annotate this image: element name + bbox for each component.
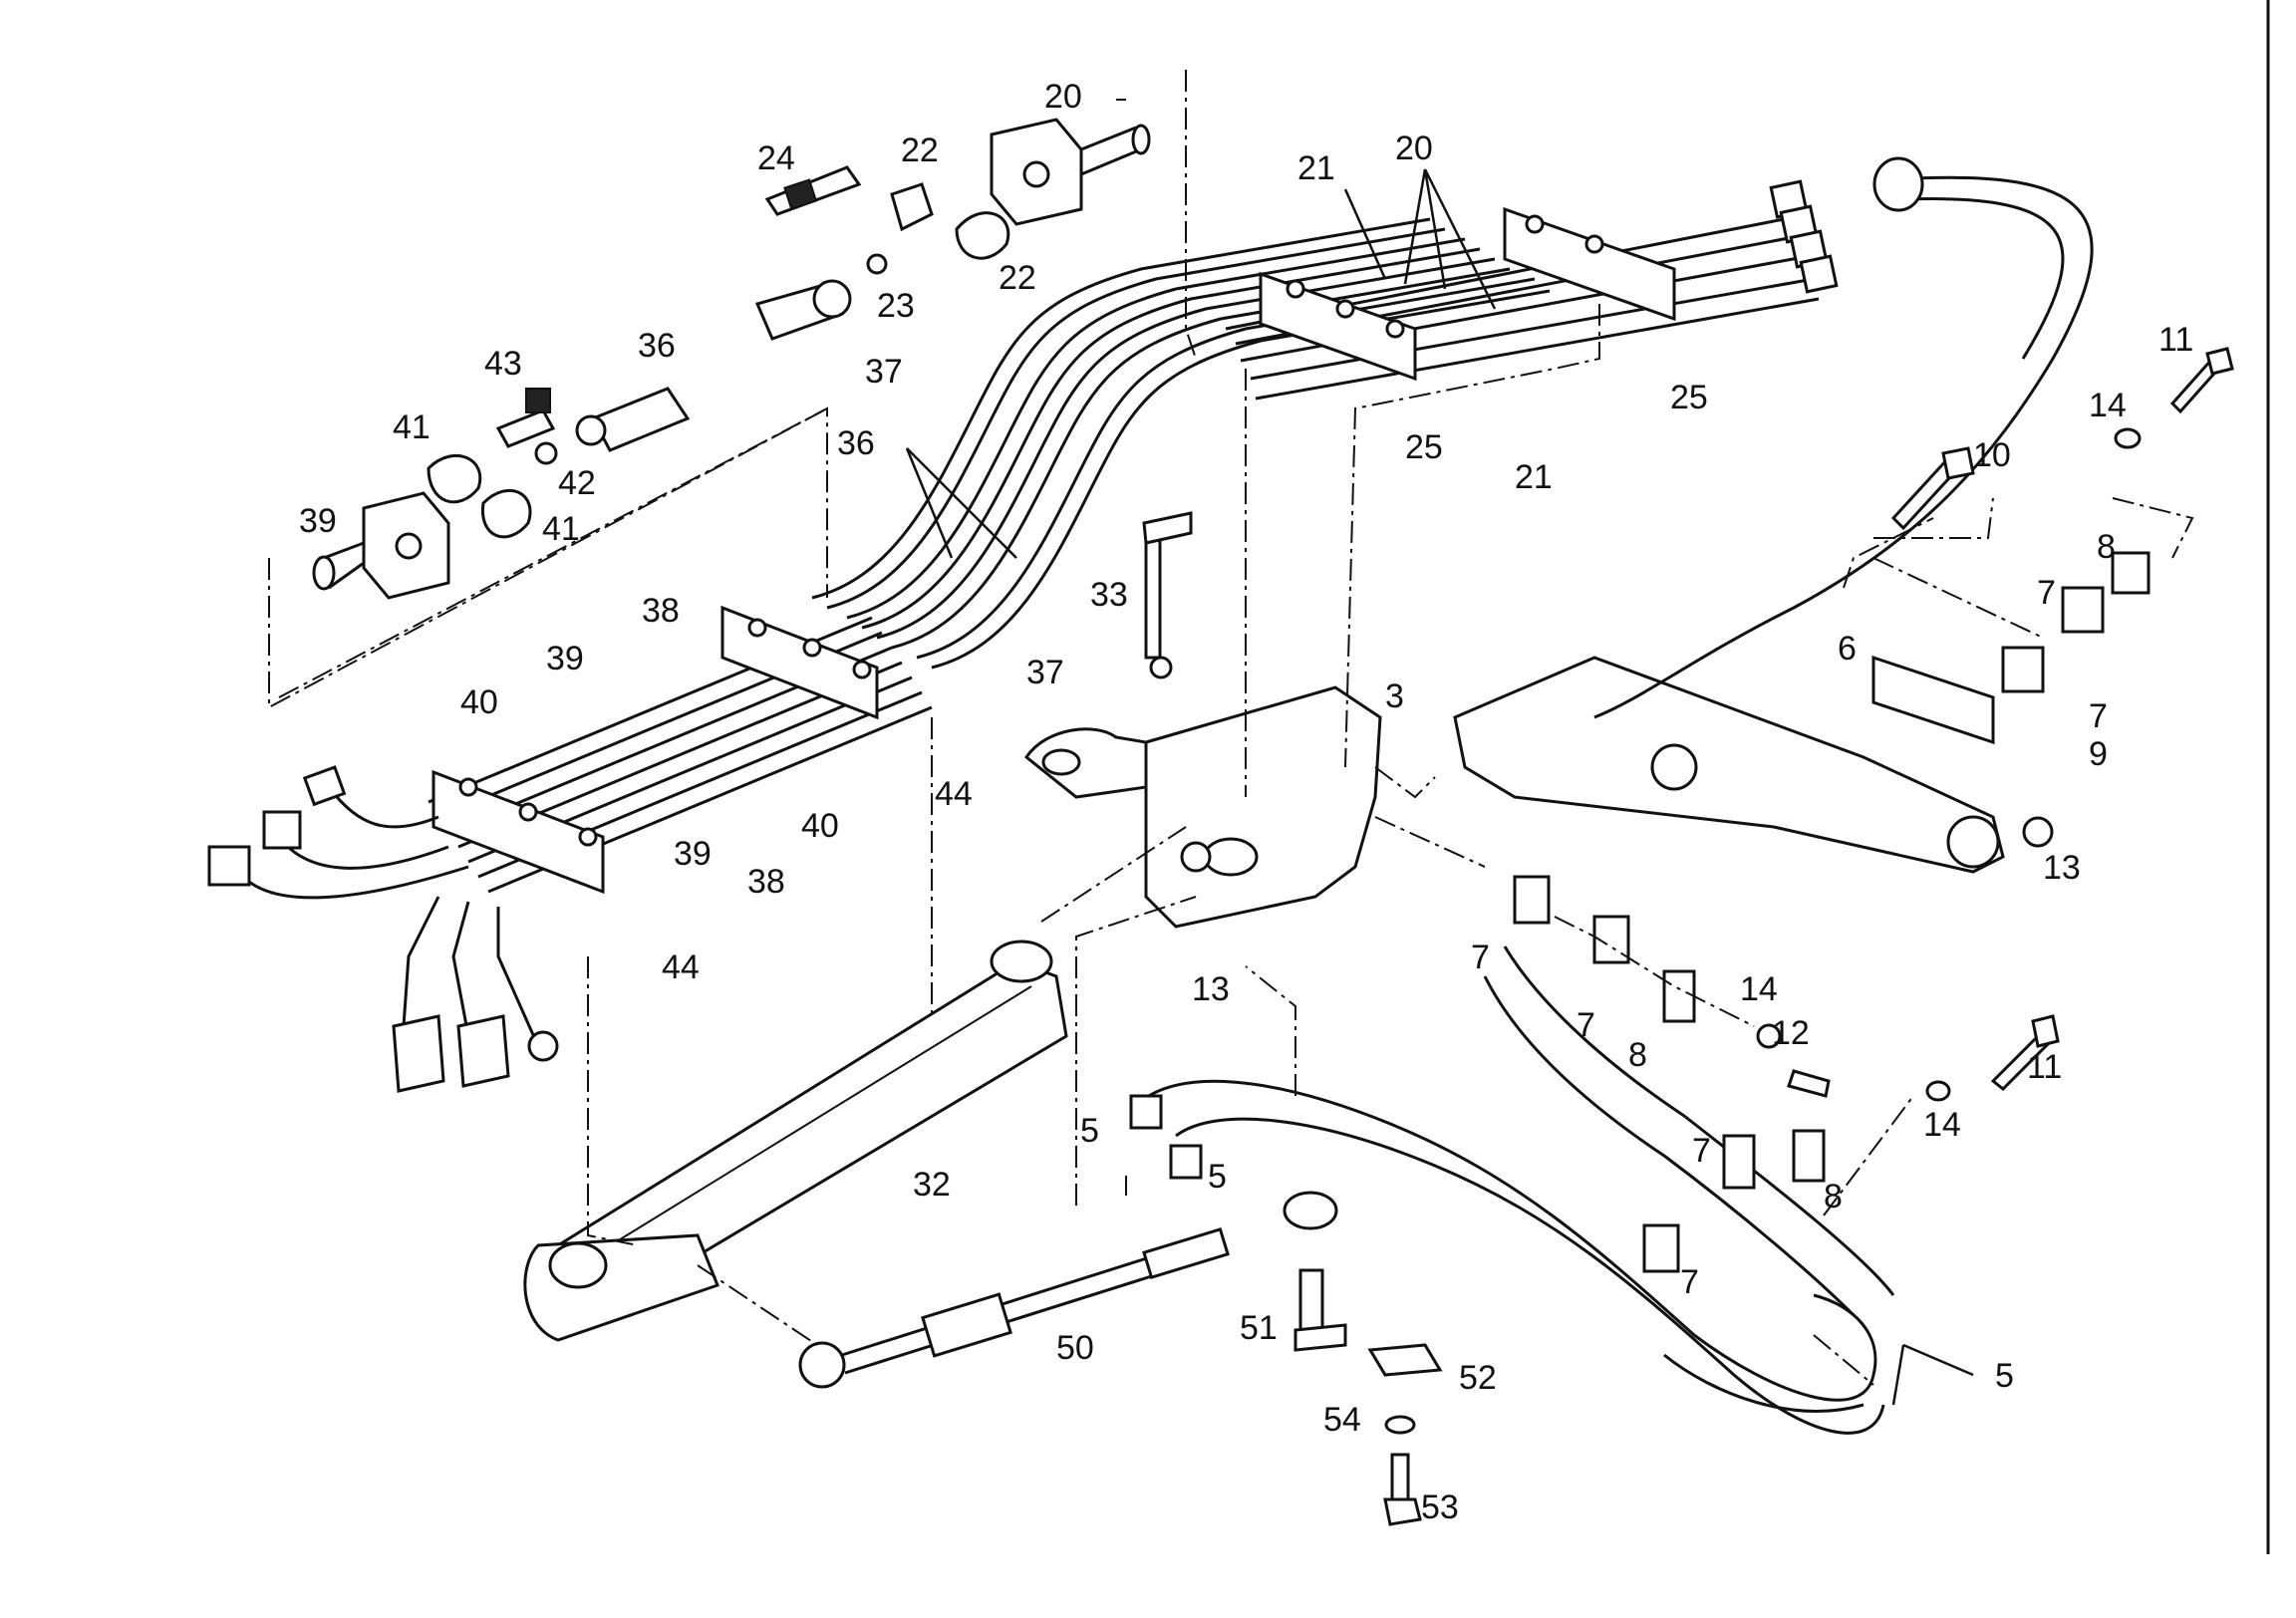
lower-pipe-ends (207, 765, 559, 1093)
clips-7-8 (1513, 551, 2151, 1273)
label-43: 43 (484, 345, 522, 383)
label-13b: 13 (2043, 849, 2081, 887)
bolt-53 (1383, 1453, 1422, 1526)
label-38a: 38 (642, 592, 680, 630)
label-20a: 20 (1044, 78, 1082, 116)
label-41b: 41 (542, 510, 580, 548)
label-9: 9 (2089, 735, 2108, 773)
label-11a: 11 (2158, 321, 2193, 359)
clamp-plate-44-upper (720, 605, 879, 720)
label-7b: 7 (2089, 697, 2108, 735)
label-10: 10 (1973, 436, 2011, 474)
label-7e: 7 (1692, 1132, 1711, 1170)
label-41a: 41 (393, 408, 430, 446)
label-54: 54 (1323, 1401, 1361, 1439)
pin-51 (1293, 1268, 1347, 1352)
label-6: 6 (1838, 630, 1857, 668)
label-14b: 14 (1740, 970, 1778, 1008)
label-36b: 36 (837, 424, 875, 462)
label-21b: 21 (1515, 458, 1553, 496)
label-25a: 25 (1670, 379, 1708, 416)
alignment-lines (268, 70, 2194, 1386)
washer-54 (1384, 1415, 1416, 1435)
label-7f: 7 (1680, 1263, 1699, 1301)
label-13a: 13 (1192, 970, 1230, 1008)
label-14c: 14 (1923, 1106, 1961, 1144)
label-11b: 11 (2027, 1048, 2062, 1086)
label-8c: 8 (1824, 1178, 1843, 1215)
fitting-assembly-20 (754, 118, 1151, 341)
label-39b: 39 (546, 640, 584, 677)
label-39c: 39 (674, 835, 712, 873)
label-7c: 7 (1471, 939, 1490, 976)
label-21a: 21 (1297, 149, 1335, 187)
label-24: 24 (757, 139, 795, 177)
label-39a: 39 (299, 502, 337, 540)
label-50: 50 (1056, 1329, 1094, 1367)
clamp-plate-25-left (1259, 271, 1417, 382)
label-5a: 5 (1080, 1112, 1099, 1150)
label-22a: 22 (901, 132, 939, 169)
label-42: 42 (558, 464, 596, 502)
label-40b: 40 (801, 807, 839, 845)
label-7a: 7 (2037, 574, 2056, 612)
label-51: 51 (1240, 1309, 1278, 1347)
rod-50 (798, 1191, 1338, 1389)
plate-52 (1367, 1343, 1443, 1377)
label-8a: 8 (2097, 528, 2116, 566)
label-32: 32 (913, 1166, 951, 1204)
arm-assembly (1453, 655, 2005, 874)
label-38b: 38 (747, 863, 785, 901)
upper-pipe-bundle (811, 217, 1551, 670)
label-53: 53 (1421, 1488, 1459, 1526)
label-20b: 20 (1395, 130, 1433, 167)
clamp-plate-44-lower (431, 769, 605, 895)
label-23: 23 (877, 287, 915, 325)
cylinder-32 (523, 940, 1068, 1342)
fitting-assembly-39 (312, 387, 691, 600)
hoses-5 (1129, 945, 1895, 1435)
bolt-33 (1142, 511, 1193, 679)
label-3: 3 (1385, 677, 1404, 715)
bolts-10-14 (1756, 347, 2234, 1102)
label-44b: 44 (662, 948, 700, 986)
leader-lines (905, 168, 1974, 1406)
label-22b: 22 (999, 259, 1036, 297)
label-5b: 5 (1208, 1158, 1227, 1196)
label-12: 12 (1772, 1014, 1810, 1052)
label-33: 33 (1090, 576, 1128, 614)
label-8b: 8 (1628, 1036, 1647, 1074)
label-40a: 40 (460, 683, 498, 721)
label-5c: 5 (1995, 1357, 2014, 1395)
part-labels: 20 24 22 22 23 21 20 25 25 21 43 36 41 4… (299, 78, 2193, 1526)
label-52: 52 (1459, 1359, 1497, 1397)
label-37a: 37 (865, 353, 903, 391)
label-25b: 25 (1405, 428, 1443, 466)
label-7d: 7 (1577, 1006, 1595, 1044)
label-37b: 37 (1026, 654, 1064, 691)
label-36a: 36 (638, 327, 676, 365)
bracket-3 (1023, 685, 1382, 929)
braided-hose (1593, 156, 2094, 719)
label-14a: 14 (2089, 387, 2127, 424)
clamp-plate-25-right (1503, 206, 1676, 322)
label-44a: 44 (935, 775, 973, 813)
